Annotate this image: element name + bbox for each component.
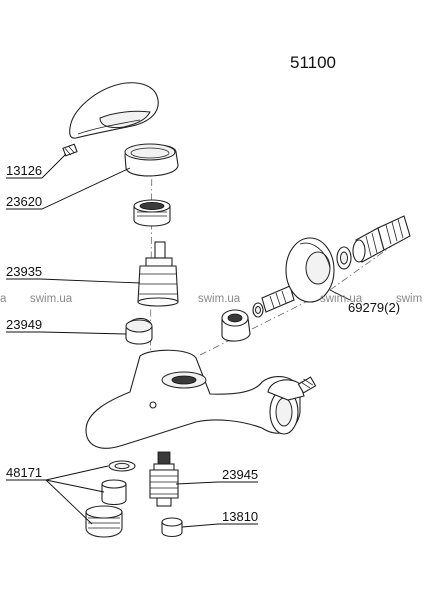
label-handle-screw: 13126: [6, 163, 42, 178]
leader-cartridge: [6, 278, 141, 284]
watermark-row: a swim.ua swim.ua swim.ua swim: [0, 293, 422, 305]
label-cartridge: 23935: [6, 264, 42, 279]
label-knob: 23949: [6, 317, 42, 332]
cover-cap: [124, 143, 179, 177]
watermark-left-fragment: a: [0, 293, 7, 305]
watermark-text: swim.ua: [320, 293, 363, 305]
aerator-housing: [85, 505, 123, 538]
label-aerator-set: 48171: [6, 465, 42, 480]
leader-lines: [6, 153, 351, 528]
leader-handle-screw: [6, 153, 67, 179]
label-diverter: 23945: [222, 467, 258, 482]
eccentric-connector: [352, 215, 411, 263]
label-cover-cap: 23620: [6, 194, 42, 209]
watermark-right-fragment: swim: [396, 293, 422, 305]
connection-washer: [252, 302, 264, 318]
diverter-knob: [125, 317, 153, 345]
aerator-washer: [108, 460, 136, 472]
watermark-text: swim.ua: [30, 293, 73, 305]
leader-cover-cap: [6, 167, 131, 210]
connection-nut: [221, 309, 251, 342]
cartridge-nut: [133, 199, 171, 227]
leader-diverter: [175, 481, 258, 485]
leader-aerator-2: [45, 479, 105, 493]
leader-aerator-3: [45, 479, 93, 525]
diverter-valve: [149, 451, 179, 507]
leader-knob: [6, 331, 127, 335]
model-number: 51100: [290, 53, 336, 72]
aerator-insert: [101, 479, 127, 506]
cartridge: [137, 241, 179, 307]
eccentric-fitting: [261, 285, 295, 313]
leader-diverter-button: [181, 523, 258, 528]
diverter-button: [161, 517, 183, 538]
label-wall-connection: 69279(2): [348, 300, 400, 315]
wall-flange: [285, 237, 335, 303]
leader-wall-connection: [329, 289, 351, 301]
mixer-body: [85, 349, 317, 449]
label-diverter-button: 13810: [222, 509, 258, 524]
watermark-text: swim.ua: [198, 293, 241, 305]
handle-lever: [69, 82, 159, 139]
flange-gasket: [336, 246, 352, 270]
handle-screw: [62, 143, 78, 157]
